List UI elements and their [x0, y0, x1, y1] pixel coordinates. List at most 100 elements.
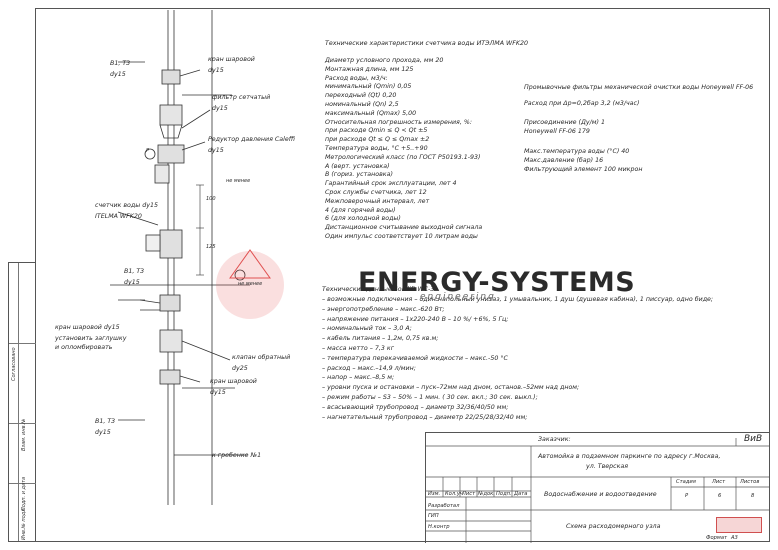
stamp-developer: Разработал: [428, 503, 460, 509]
stamp-customer: Заказчик:: [538, 436, 571, 443]
tech-spec-row: – номинальный ток – 3,0 А;: [322, 325, 412, 333]
meter-spec-row: при расходе Qt ≤ Q ≤ Qmax ±2: [325, 136, 430, 144]
meter-spec-row: Один импульс соответствует 10 литрам вод…: [325, 233, 478, 240]
stamp-project-2: ул. Тверская: [586, 463, 629, 470]
stamp-col-sign: Подп.: [496, 491, 512, 497]
label-check-valve: клапан обратный: [232, 354, 291, 361]
meter-spec-row: Относительная погрешность измерения, %:: [325, 118, 472, 126]
label-dim-min2: не менее: [238, 281, 263, 287]
stamp-sheet: 6: [718, 493, 722, 499]
label-mesh-filter-dy: dy15: [212, 105, 228, 112]
watermark-sub: engineering: [420, 292, 496, 302]
meter-spec-row: Температура воды, °С +5..+90: [325, 145, 428, 152]
meter-spec-row: 4 (для горячей воды): [325, 206, 396, 214]
tech-spec-row: – кабель питания – 1,2м, 0,75 кв.м;: [322, 335, 439, 343]
label-ball-valve-mid: кран шаровой dy15: [55, 324, 120, 331]
title-block: Заказчик: ВиВ Автомойка в подземном парк…: [425, 432, 770, 543]
meter-spec-row: максимальный (Qmax) 5,00: [325, 109, 417, 117]
tech-spec-row: – напряжение питания – 1x220-240 В – 10 …: [322, 315, 509, 323]
tech-spec-row: – расход – макс.–14,9 л/мин;: [322, 364, 416, 372]
tech-spec-row: – масса нетто – 7,3 кг: [322, 345, 395, 352]
label-plug: установить заглушку: [55, 335, 127, 342]
tech-spec-row: – всасывающий трубопровод – диаметр 32/3…: [322, 403, 509, 411]
company-logo: [716, 517, 762, 533]
meter-spec-row: Монтажная длина, мм 125: [325, 65, 414, 73]
meter-spec-row: Срок службы счетчика, лет 12: [325, 189, 427, 196]
label-dim-100: 100: [206, 196, 216, 202]
label-check-valve-dy: dy25: [232, 365, 248, 372]
stamp-stage-header: Стадия: [676, 479, 696, 485]
label-counter: счетчик воды dy15: [95, 202, 158, 209]
stamp-col-date: Дата: [514, 491, 528, 497]
stamp-sheet-name: Схема расходомерного узла: [566, 523, 661, 530]
label-reducer: Редуктор давления Caleffi: [208, 136, 296, 143]
meter-spec-row: номинальный (Qn) 2,5: [325, 101, 399, 108]
stamp-stage: Р: [685, 493, 689, 499]
label-seal: и опломбировать: [55, 344, 113, 351]
label-b1t3-mid: B1, T3: [124, 268, 145, 275]
side-strip: Согласовано Взам. инв.№ Подп. и дата Инв…: [8, 262, 36, 542]
stamp-col-kol: Кол.уч: [445, 491, 463, 497]
label-pressure: P: [146, 148, 150, 154]
tech-spec-row: – уровни пуска и остановки – пуск–72мм н…: [322, 384, 580, 392]
watermark-brand: ENERGY-SYSTEMS: [358, 267, 636, 298]
label-mesh-filter: фильтр сетчатый: [212, 94, 271, 101]
stamp-col-list: Лист: [462, 491, 476, 497]
meter-spec-row: переходный (Qt) 0,20: [325, 92, 397, 100]
stamp-col-izm: Изм.: [428, 491, 441, 497]
stamp-code: ВиВ: [744, 434, 763, 444]
filter-spec-title: Промывочные фильтры механической очистки…: [524, 84, 754, 91]
filter-spec-row-6: Фильтрующий элемент 100 микрон: [524, 166, 643, 173]
tech-spec-row: – энергопотребление – макс.-620 Вт;: [322, 305, 445, 313]
tech-spec-row: – температура перекачиваемой жидкости – …: [322, 354, 508, 362]
filter-spec-row-5: Макс.давление (бар) 16: [524, 157, 604, 164]
stamp-project: Автомойка в подземном паркинге по адресу…: [538, 453, 721, 460]
meter-spec-row: при расходе Qmin ≤ Q < Qt ±5: [325, 127, 428, 135]
meter-spec-row: Гарантийный срок эксплуатации, лет 4: [325, 180, 457, 188]
stamp-format-label: Формат: [706, 535, 728, 541]
meter-spec-row: Расход воды, м3/ч:: [325, 74, 388, 82]
stamp-section: Водоснабжение и водоотведение: [544, 491, 657, 498]
drawing-frame: [35, 8, 770, 542]
meter-spec-row: Межповерочный интервал, лет: [325, 197, 430, 205]
tech-spec-row: – возможные подключения – один напольный…: [322, 296, 714, 303]
label-counter-model: ITELMA WFK20: [95, 213, 142, 220]
label-reducer-dy: dy15: [208, 147, 224, 154]
meter-spec-row: А (верт. установка): [325, 162, 390, 170]
tech-spec-row: – напор – макс.–8,5 м;: [322, 374, 395, 382]
meter-spec-row: Диаметр условного прохода, мм 20: [325, 57, 444, 64]
stamp-gip: ГИП: [428, 513, 439, 519]
label-b1t3-low-dy: dy15: [95, 429, 111, 436]
meter-spec-row: Дистанционное считывание выходной сигнал…: [325, 224, 483, 232]
stamp-nkontr: Н.контр: [428, 524, 450, 530]
stamp-sheets: 8: [751, 493, 755, 499]
label-ball-valve-low: кран шаровой: [210, 378, 257, 385]
stamp-format-value: А3: [731, 535, 738, 541]
filter-spec-row-4: Макс.температура воды (°C) 40: [524, 148, 630, 155]
label-dim-min: не менее: [226, 178, 251, 184]
label-dim-125: 125: [206, 244, 216, 250]
filter-spec-row-3: Honeywell FF-06 179: [524, 128, 590, 135]
tech-spec-row: – нагнетательный трубопровод – диаметр 2…: [322, 413, 528, 421]
stamp-sheet-header: Лист: [712, 479, 726, 485]
label-ball-valve-top: кран шаровой: [208, 56, 255, 63]
tech-spec-title: Технические данные Sololift WC-3: [322, 286, 435, 293]
stamp-sheets-header: Листов: [740, 479, 760, 485]
label-b1t3-low: B1, T3: [95, 418, 116, 425]
stamp-col-ndoc: №док.: [478, 491, 495, 497]
filter-spec-row-1: Расход при Δp=0,2бар 3,2 (м3/час): [524, 100, 640, 107]
label-to-manifold: к гребенке №1: [212, 452, 262, 459]
meter-spec-row: В (гориз. установка): [325, 171, 393, 179]
label-b1t3-mid-dy: dy15: [124, 279, 140, 286]
meter-spec-title: Технические характеристики счетчика воды…: [325, 40, 528, 47]
meter-spec-row: минимальный (Qmin) 0,05: [325, 83, 412, 91]
filter-spec-row-2: Присоединение (Ду/м) 1: [524, 119, 605, 126]
label-ball-valve-top-dy: dy15: [208, 67, 224, 74]
label-ball-valve-low-dy: dy15: [210, 389, 226, 396]
label-b1t3-top: B1, T3: [110, 60, 131, 67]
meter-spec-row: 6 (для холодной воды): [325, 215, 401, 223]
tech-spec-row: – режим работы – S3 – 50% – 1 мин. ( 30 …: [322, 394, 538, 401]
label-b1t3-top-dy: dy15: [110, 71, 126, 78]
meter-spec-row: Метрологический класс (по ГОСТ Р50193.1-…: [325, 153, 481, 161]
